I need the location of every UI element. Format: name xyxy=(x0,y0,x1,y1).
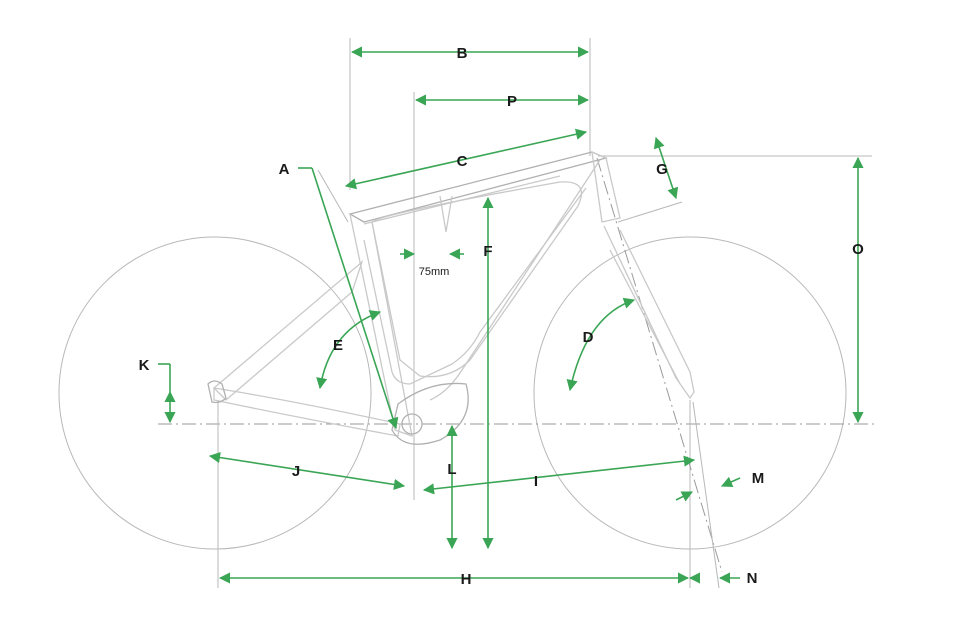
steering-axis-ref xyxy=(596,157,723,573)
dim-m-left xyxy=(675,491,694,502)
dim-e-arc xyxy=(316,310,382,390)
label-k: K xyxy=(139,357,150,374)
label-h: H xyxy=(461,571,472,588)
label-n: N xyxy=(747,570,758,587)
label-m: M xyxy=(752,470,765,487)
label-c: C xyxy=(457,153,468,170)
label-l: L xyxy=(447,461,456,478)
stack-ref-lower xyxy=(617,201,683,223)
label-d: D xyxy=(583,329,594,346)
label-j: J xyxy=(292,463,300,480)
offset-note-75mm: 75mm xyxy=(419,266,450,278)
dim-m-right xyxy=(720,476,741,488)
dim-c-line xyxy=(344,128,588,190)
label-g: G xyxy=(656,161,668,178)
label-o: O xyxy=(852,241,864,258)
label-f: F xyxy=(483,243,492,260)
dim-g-line xyxy=(653,136,679,200)
label-e: E xyxy=(333,337,343,354)
label-b: B xyxy=(457,45,468,62)
dim-j-line xyxy=(208,452,406,490)
label-a: A xyxy=(279,161,290,178)
dim-i-line xyxy=(422,455,696,495)
label-p: P xyxy=(507,93,517,110)
dim-a-line xyxy=(311,167,399,430)
label-i: I xyxy=(534,473,538,490)
rear-wheel xyxy=(58,236,372,550)
dim-d-arc xyxy=(566,297,636,392)
bike-frame xyxy=(207,150,695,445)
seat-angle-ref xyxy=(317,169,349,223)
fork-offset-ref xyxy=(692,401,720,589)
